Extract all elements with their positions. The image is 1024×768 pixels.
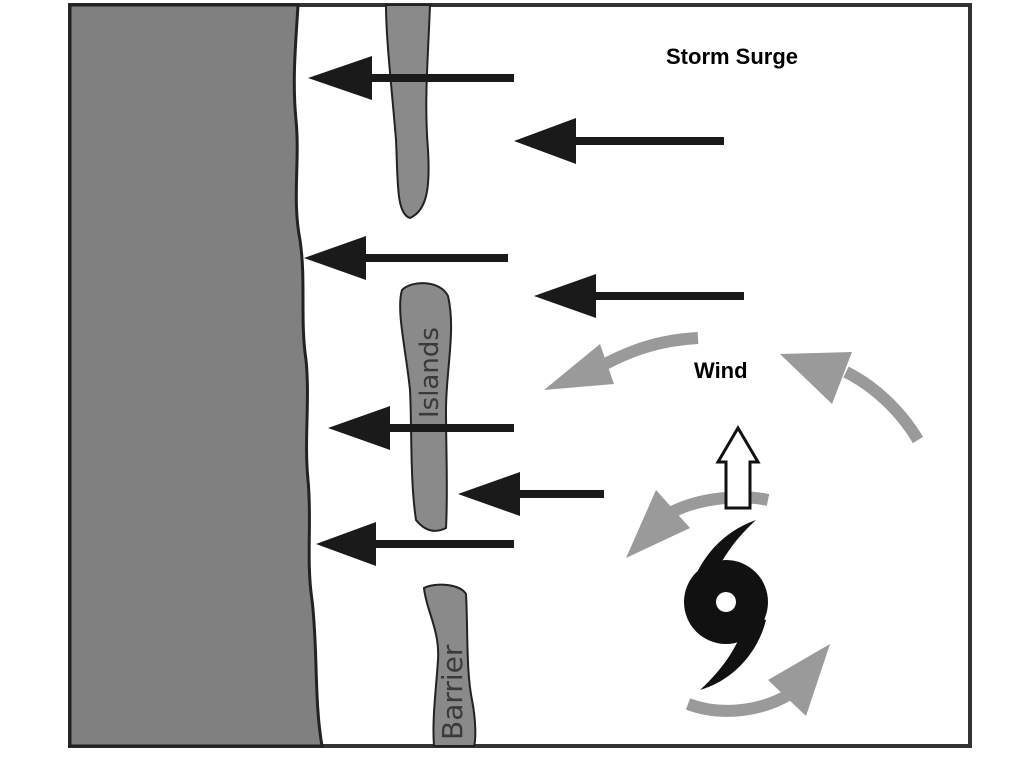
barrier-island-north [384, 4, 432, 220]
surge-arrow-2 [514, 118, 724, 164]
wind-arrows [544, 332, 924, 717]
surge-arrows [304, 56, 744, 566]
wind-arrow-middle-left [626, 490, 770, 558]
barrier-label: Barrier [436, 644, 469, 740]
surge-arrow-4 [534, 274, 744, 318]
wind-arrow-top-left [544, 332, 699, 390]
islands-label: Islands [415, 327, 445, 418]
mainland-coast [68, 3, 324, 748]
wind-arrow-bottom [685, 644, 830, 717]
hurricane-symbol-icon [684, 520, 768, 690]
wind-arrow-top-right [780, 352, 924, 444]
barrier-island-south [422, 583, 477, 747]
surge-arrow-1 [308, 56, 514, 100]
surge-arrow-3 [304, 236, 508, 280]
diagram-title: Storm Surge [666, 44, 798, 69]
wind-label: Wind [694, 358, 748, 383]
surge-arrow-6 [458, 472, 604, 516]
storm-motion-arrow-icon [715, 425, 761, 510]
barrier-island-middle [399, 282, 453, 532]
surge-arrow-7 [316, 522, 514, 566]
surge-arrow-5 [328, 406, 514, 450]
